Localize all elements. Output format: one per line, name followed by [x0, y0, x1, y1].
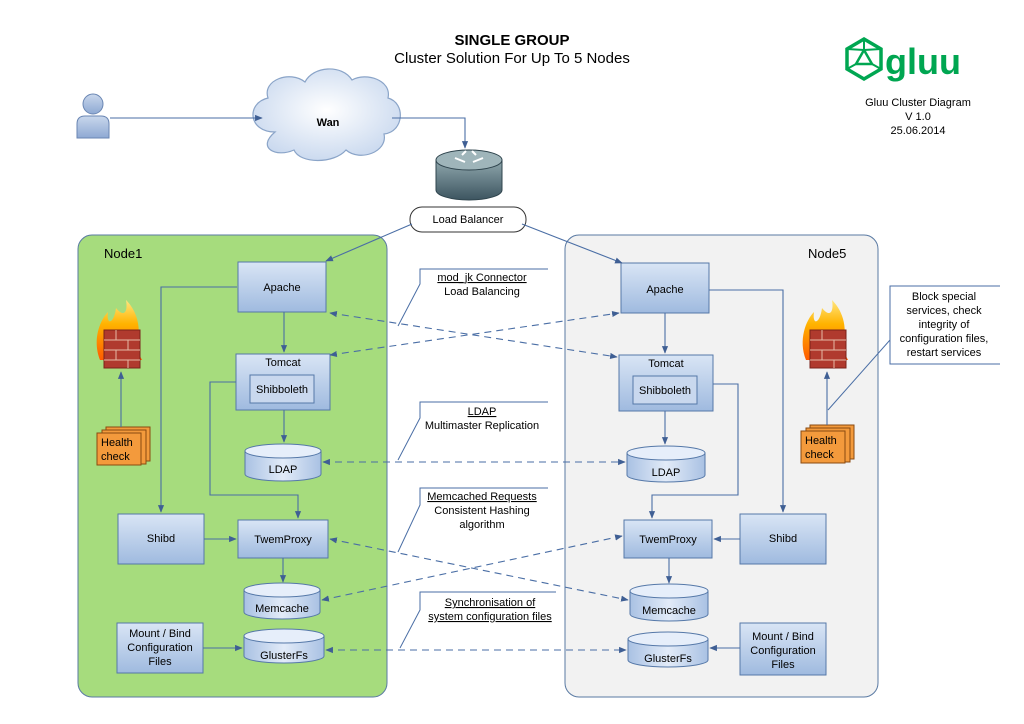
- node-left-mount-line1: Mount / Bind: [129, 628, 191, 640]
- note-memcached-sub1: Consistent Hashing: [434, 505, 529, 517]
- node-left-tomcat-label: Tomcat: [265, 357, 300, 369]
- node-right-container: [564, 234, 879, 698]
- node-right-twemproxy-label: TwemProxy: [639, 534, 697, 546]
- node-right-mount-line2: Configuration: [750, 645, 815, 657]
- node-right-apache-label: Apache: [646, 284, 683, 296]
- diagram-title: SINGLE GROUP: [454, 32, 569, 49]
- node-left-firewall-icon: [96, 300, 142, 369]
- note-mod-jk-sub: Load Balancing: [444, 286, 520, 298]
- node-right-tomcat-label: Tomcat: [648, 358, 683, 370]
- user-icon: [76, 93, 110, 139]
- router-icon: [435, 149, 503, 201]
- node-right-title: Node5: [808, 246, 846, 261]
- node-left-shibboleth-label: Shibboleth: [256, 384, 308, 396]
- node-right-memcache-label: Memcache: [642, 605, 696, 617]
- node-right-shibd: [739, 513, 827, 565]
- flow-connectors: [110, 114, 831, 652]
- node-right-mount-line3: Files: [771, 659, 795, 671]
- node-left-mount-line3: Files: [148, 656, 172, 668]
- node-right-health-check: [800, 424, 855, 464]
- note-block-line5: restart services: [907, 347, 982, 359]
- note-mod-jk-title: mod_jk Connector: [437, 272, 527, 284]
- node-left-health-line1: Health: [101, 437, 133, 449]
- wan-cloud-icon: [252, 68, 401, 161]
- node-right-twemproxy: [623, 519, 713, 559]
- node-left-apache: [237, 261, 327, 313]
- node-right-health-line2: check: [805, 449, 834, 461]
- node-left-ldap-label: LDAP: [269, 464, 298, 476]
- note-memcached-title: Memcached Requests: [427, 491, 537, 503]
- node-left-mount-files: [116, 622, 204, 674]
- node-left-health-check: [96, 426, 151, 466]
- gluu-logo: gluu: [845, 36, 961, 82]
- node-left-container: [77, 234, 388, 698]
- node-left-glusterfs-label: GlusterFs: [260, 650, 308, 662]
- replication-connectors: [321, 310, 629, 654]
- callout-block-services: Block special services, check integrity …: [827, 285, 1000, 411]
- callout-memcached: Memcached Requests Consistent Hashing al…: [397, 487, 548, 553]
- node-right-shibboleth: [632, 375, 698, 405]
- node-left-title: Node1: [104, 246, 142, 261]
- callout-ldap: LDAP Multimaster Replication: [397, 401, 548, 461]
- wan-label: Wan: [317, 117, 340, 129]
- note-sync-line2: system configuration files: [428, 611, 552, 623]
- node-right-apache: [620, 262, 710, 314]
- note-block-line4: configuration files,: [900, 333, 989, 345]
- node-left-health-line2: check: [101, 451, 130, 463]
- node-right-ldap: [626, 445, 706, 483]
- gluu-logo-text: gluu: [885, 41, 961, 82]
- note-ldap-title: LDAP: [468, 406, 497, 418]
- note-memcached-sub2: algorithm: [459, 519, 504, 531]
- note-block-line2: services, check: [906, 305, 982, 317]
- node-left-glusterfs: [243, 628, 325, 664]
- diagram-subtitle: Cluster Solution For Up To 5 Nodes: [394, 50, 630, 67]
- meta-diagram-name: Gluu Cluster Diagram: [865, 97, 971, 109]
- node-right-firewall-icon: [802, 300, 848, 369]
- node-left-twemproxy-label: TwemProxy: [254, 534, 312, 546]
- node-left-shibd-label: Shibd: [147, 533, 175, 545]
- node-right-shibd-label: Shibd: [769, 533, 797, 545]
- note-ldap-sub: Multimaster Replication: [425, 420, 539, 432]
- node-left-mount-line2: Configuration: [127, 642, 192, 654]
- node-left-ldap: [244, 443, 322, 482]
- note-block-line3: integrity of: [919, 319, 971, 331]
- node-left-shibboleth: [249, 374, 315, 404]
- node-left-shibd: [117, 513, 205, 565]
- callout-sync: Synchronisation of system configuration …: [399, 591, 556, 649]
- node-right-glusterfs: [627, 631, 709, 668]
- note-block-line1: Block special: [912, 291, 976, 303]
- node-right-glusterfs-label: GlusterFs: [644, 653, 692, 665]
- node-right-memcache: [629, 583, 709, 622]
- node-left-apache-label: Apache: [263, 282, 300, 294]
- load-balancer: [409, 206, 527, 233]
- node-left-memcache: [243, 582, 321, 620]
- load-balancer-label: Load Balancer: [433, 214, 504, 226]
- meta-date: 25.06.2014: [890, 125, 945, 137]
- meta-version: V 1.0: [905, 111, 931, 123]
- gluu-logo-icon: [845, 36, 883, 82]
- callout-mod-jk: mod_jk Connector Load Balancing: [397, 268, 548, 327]
- note-sync-line1: Synchronisation of: [445, 597, 536, 609]
- node-right-mount-line1: Mount / Bind: [752, 631, 814, 643]
- node-right-mount-files: [739, 622, 827, 676]
- node-right-shibboleth-label: Shibboleth: [639, 385, 691, 397]
- node-right-health-line1: Health: [805, 435, 837, 447]
- node-right-ldap-label: LDAP: [652, 467, 681, 479]
- node-left-memcache-label: Memcache: [255, 603, 309, 615]
